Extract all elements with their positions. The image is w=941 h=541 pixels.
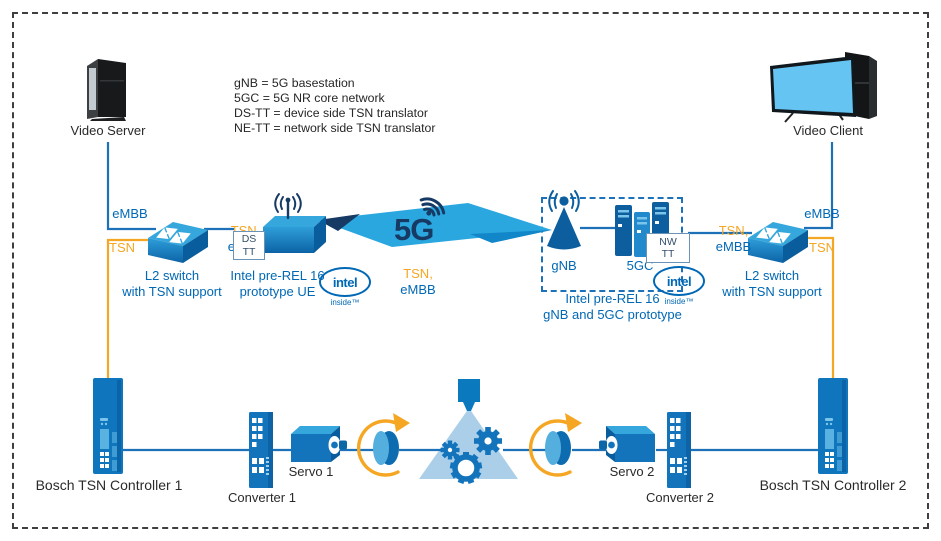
5g-beam [318, 203, 552, 247]
legend-line-5gc: 5GC = 5G NR core network [234, 91, 385, 105]
embb-part: eMBB [715, 238, 752, 254]
gears-icon [440, 427, 502, 485]
embb-right-label: eMBB [804, 206, 840, 221]
rotation-disc-2 [528, 411, 584, 477]
intel-inside-logo-2: intel inside™ [652, 266, 706, 306]
video-client-icon [770, 52, 877, 123]
gnb-label: gNB [551, 258, 577, 273]
legend: gNB = 5G basestation 5GC = 5G NR core ne… [234, 76, 436, 136]
5g-signal-icon [419, 197, 446, 217]
legend-line-nett: NE-TT = network side TSN translator [234, 121, 436, 135]
servo-1-icon [291, 426, 347, 462]
tsn-controller-1-label: Bosch TSN Controller 1 [35, 477, 183, 493]
ue-icon [263, 193, 326, 253]
tsn-embb-label-2: TSN, eMBB [378, 250, 458, 298]
embb-part: eMBB [400, 281, 436, 297]
intel-inside-text: inside™ [664, 297, 694, 306]
l2-switch-left-label: L2 switch with TSN support [122, 268, 222, 299]
tsn-controller-1-icon [93, 378, 123, 474]
camera-icon [458, 379, 480, 411]
ue-antenna-icon [274, 193, 302, 220]
l2-switch-right-label: L2 switch with TSN support [722, 268, 822, 299]
converter-1-label: Converter 1 [228, 490, 296, 505]
intel-inside-text: inside™ [330, 298, 360, 307]
gear-medium [474, 427, 502, 455]
ds-tt-box: DS TT [233, 231, 265, 260]
l2-switch-left-icon [148, 222, 208, 263]
tsn-part: TSN, [403, 265, 433, 281]
servo-2-icon [599, 426, 655, 462]
servo-1-label: Servo 1 [288, 464, 334, 479]
video-server-label: Video Server [70, 123, 146, 138]
tsn-controller-2-label: Bosch TSN Controller 2 [759, 477, 907, 493]
nw-tt-box: NW TT [646, 233, 690, 263]
intel-logo-text: intel [653, 266, 705, 296]
intel-logo-text: intel [319, 267, 371, 297]
video-client-label: Video Client [793, 123, 863, 138]
tsn-embb-label-3: TSN, eMBB [686, 207, 781, 255]
rotation-disc-1 [356, 413, 410, 477]
gear-large [449, 452, 483, 485]
gnb-icon [547, 190, 581, 250]
gnb-5gc-prototype-label: Intel pre-REL 16 gNB and 5GC prototype [543, 291, 682, 322]
embb-left-label: eMBB [112, 206, 148, 221]
vision-cone [419, 408, 518, 479]
tsn-left-label: TSN [109, 240, 135, 255]
converter-2-label: Converter 2 [646, 490, 714, 505]
legend-line-dstt: DS-TT = device side TSN translator [234, 106, 428, 120]
tsn-lines [106, 236, 835, 378]
embb-lines [106, 142, 834, 235]
tsn-right-label: TSN [809, 240, 835, 255]
legend-line-gnb: gNB = 5G basestation [234, 76, 355, 90]
tsn-controller-2-icon [818, 378, 848, 474]
servo-2-label: Servo 2 [609, 464, 655, 479]
intel-inside-logo-1: intel inside™ [318, 267, 372, 307]
video-server-icon [87, 59, 126, 121]
5g-logo: 5G [394, 212, 434, 247]
converter-1-icon [249, 412, 273, 488]
outer-dashed-border [12, 12, 929, 529]
tsn-part: TSN, [718, 222, 749, 238]
ue-label: Intel pre-REL 16 prototype UE [230, 268, 325, 299]
